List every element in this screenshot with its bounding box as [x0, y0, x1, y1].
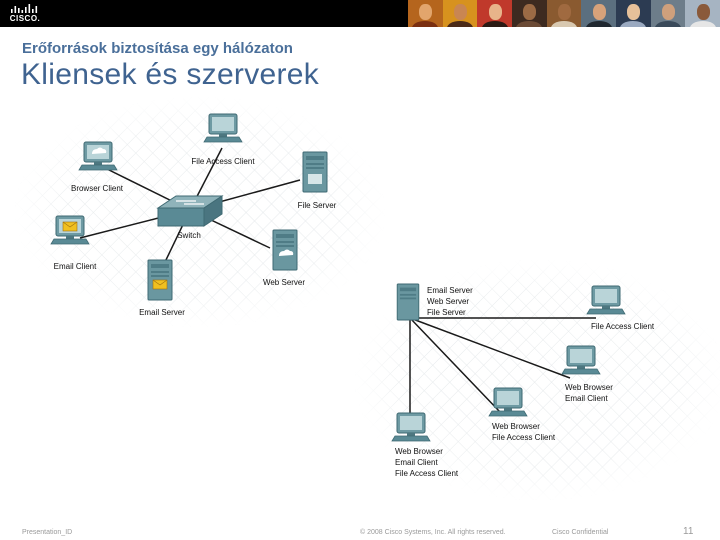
computer-icon	[50, 215, 90, 245]
header-photo	[616, 0, 651, 27]
diagram2: Email Server Web Server File Server File…	[355, 260, 720, 500]
label-client-left-line1: Web Browser	[395, 447, 443, 456]
slide-title: Kliensek és szerverek	[21, 58, 320, 91]
cisco-logo-text: CISCO.	[9, 14, 41, 23]
computer-icon	[203, 113, 243, 143]
label-server-line2: Web Server	[427, 297, 469, 306]
computer-icon	[561, 345, 601, 375]
label-client-mid-line2: Email Client	[565, 394, 608, 403]
header-photo	[546, 0, 582, 27]
label-client-left-line3: File Access Client	[395, 469, 459, 478]
label-client-bottom-mid-line1: Web Browser	[492, 422, 540, 431]
header-photo	[650, 0, 686, 27]
server-icon	[396, 283, 420, 321]
label-file-server: File Server	[298, 201, 337, 210]
label-web-server: Web Server	[263, 278, 305, 287]
computer-icon	[78, 141, 118, 171]
header-photo	[477, 0, 513, 27]
label-client-mid-line1: Web Browser	[565, 383, 613, 392]
label-browser-client: Browser Client	[71, 184, 124, 193]
diagram1: File Access Client Browser Client File S…	[15, 97, 385, 327]
slide-subtitle: Erőforrások biztosítása egy hálózaton	[22, 40, 293, 57]
label-client-bottom-mid-line2: File Access Client	[492, 433, 556, 442]
label-email-client: Email Client	[54, 262, 97, 271]
label-server-line1: Email Server	[427, 286, 473, 295]
diagram2-links	[409, 317, 596, 425]
computer-icon	[488, 387, 528, 417]
header-photo	[685, 0, 720, 27]
header-photo	[512, 0, 547, 27]
label-client-left-line2: Email Client	[395, 458, 438, 467]
label-email-server: Email Server	[139, 308, 185, 317]
footer-confidential: Cisco Confidential	[552, 529, 609, 536]
footer-copyright: © 2008 Cisco Systems, Inc. All rights re…	[360, 529, 506, 536]
switch-icon	[156, 195, 224, 227]
cisco-bars-icon	[11, 4, 38, 13]
label-switch: Switch	[177, 231, 201, 240]
header-photo-strip	[408, 0, 720, 27]
label-server-line3: File Server	[427, 308, 466, 317]
header-photo	[408, 0, 443, 27]
server-icon	[147, 259, 173, 301]
page-number: 11	[683, 526, 694, 537]
computer-icon	[586, 285, 626, 315]
cisco-logo: CISCO.	[8, 4, 42, 24]
label-client-right-top: File Access Client	[591, 322, 655, 331]
server-icon	[302, 151, 328, 193]
label-file-access-client: File Access Client	[191, 157, 255, 166]
header-photo	[442, 0, 478, 27]
footer-presentation-id: Presentation_ID	[22, 529, 73, 536]
server-icon	[272, 229, 298, 271]
header-bar: CISCO.	[0, 0, 720, 27]
computer-icon	[391, 412, 431, 442]
header-photo	[581, 0, 617, 27]
